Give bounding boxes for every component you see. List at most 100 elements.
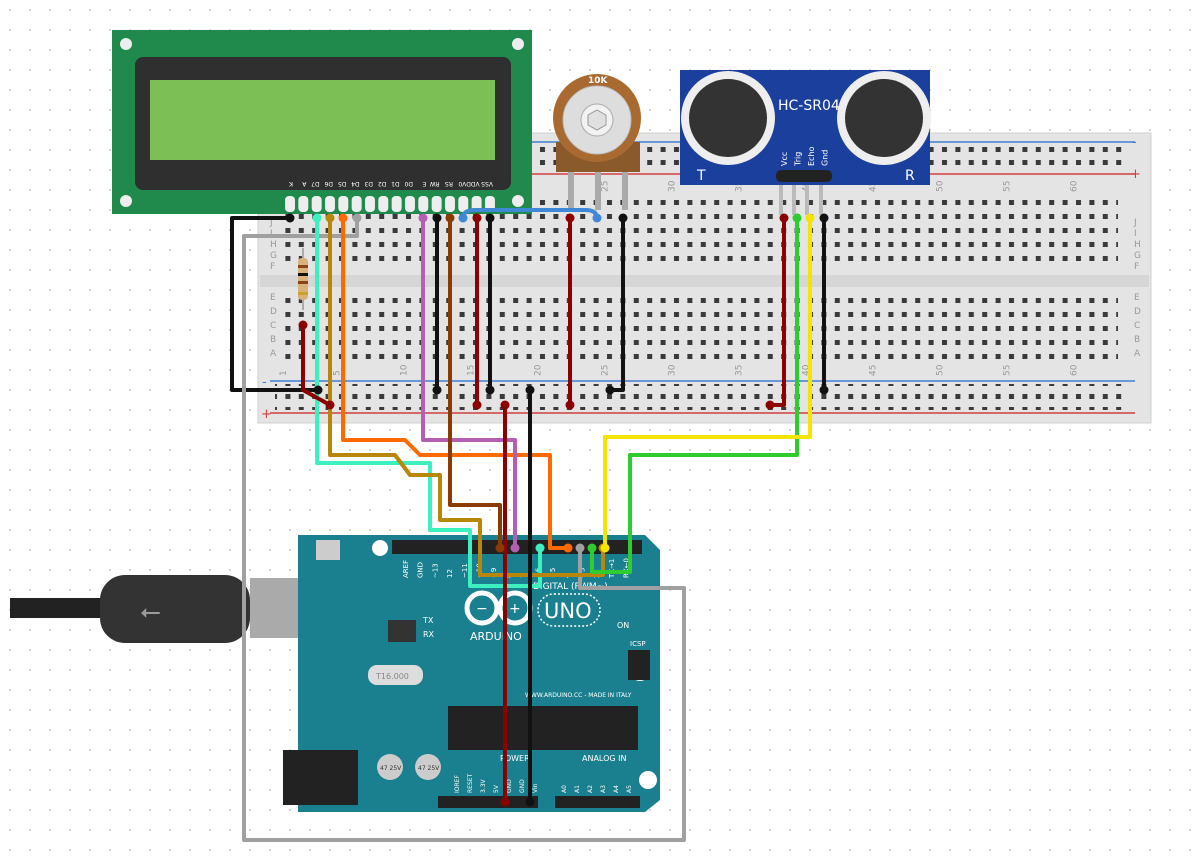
wire-endpoint[interactable] (805, 213, 815, 223)
column-number: 25 (601, 365, 611, 376)
column-number: 60 (1070, 180, 1080, 192)
lcd-pin[interactable] (351, 196, 362, 212)
wire-endpoint[interactable] (525, 385, 535, 395)
lcd-pin[interactable] (404, 196, 415, 212)
wire-endpoint[interactable] (618, 213, 628, 223)
bottom-power-rail (275, 384, 1125, 410)
wire-gray-loop[interactable] (242, 216, 686, 842)
wire-endpoint[interactable] (485, 213, 495, 223)
wire-endpoint[interactable] (432, 213, 442, 223)
column-number: 50 (936, 180, 946, 192)
wire-endpoint[interactable] (458, 213, 468, 223)
wire-endpoint[interactable] (779, 213, 789, 223)
lcd-pin[interactable] (418, 196, 429, 212)
column-number: 1 (279, 370, 289, 376)
wire-endpoint[interactable] (312, 213, 322, 223)
lcd-pin[interactable] (444, 196, 455, 212)
wire-endpoint[interactable] (565, 400, 575, 410)
rx-label: RX (423, 630, 435, 639)
wire-endpoint[interactable] (592, 213, 602, 223)
row-letter: E (1134, 293, 1140, 303)
wire-endpoint[interactable] (432, 385, 442, 395)
rail-plus-label: + (261, 407, 272, 422)
wire-endpoint[interactable] (285, 213, 295, 223)
wire-endpoint[interactable] (525, 797, 535, 807)
wire-endpoint[interactable] (298, 320, 308, 330)
lcd-pin-label: D6 (324, 180, 333, 187)
wire-endpoint[interactable] (575, 543, 585, 553)
analog-pin-label: A2 (587, 785, 594, 793)
wire-sensor-vcc[interactable] (768, 216, 786, 407)
lcd-pin-label: V0 (458, 180, 466, 187)
lcd-pin[interactable] (324, 196, 335, 212)
wire-endpoint[interactable] (500, 400, 510, 410)
analog-header (555, 796, 640, 808)
lcd-pin[interactable] (391, 196, 402, 212)
wire-endpoint[interactable] (765, 400, 775, 410)
wire-endpoint[interactable] (495, 543, 505, 553)
wire-endpoint[interactable] (600, 543, 610, 553)
lcd-pin[interactable] (298, 196, 309, 212)
sensor-pin-label: Gnd (821, 150, 830, 166)
wire-resistor[interactable] (301, 323, 332, 407)
sensor-t-label: T (696, 168, 706, 184)
lcd-pin[interactable] (338, 196, 349, 212)
wire-endpoint[interactable] (563, 543, 573, 553)
wire-endpoint[interactable] (587, 543, 597, 553)
wire-endpoint[interactable] (445, 213, 455, 223)
analog-pin-label: A4 (613, 785, 620, 793)
wire-endpoint[interactable] (819, 385, 829, 395)
lcd-pin-label: D1 (391, 180, 400, 187)
usb-cable: ⭠ (10, 575, 345, 643)
logo-plus: + (509, 601, 521, 617)
lcd-pin[interactable] (458, 196, 469, 212)
wire-endpoint[interactable] (510, 543, 520, 553)
sensor-pin-label: Vcc (780, 152, 789, 166)
wire-lcd-d5[interactable] (341, 216, 570, 550)
wire-endpoint[interactable] (325, 400, 335, 410)
wire-endpoint[interactable] (535, 543, 545, 553)
sensor-r-label: R (905, 168, 915, 184)
lcd-pin[interactable] (311, 196, 322, 212)
wire-endpoint[interactable] (418, 213, 428, 223)
wire-endpoint[interactable] (338, 213, 348, 223)
wire-endpoint[interactable] (500, 797, 510, 807)
row-letter: F (270, 262, 275, 272)
digital-pin-label: AREF (402, 560, 410, 578)
row-letter: I (1134, 229, 1137, 239)
rail-minus-label: - (1132, 135, 1137, 150)
power-pin-label: RESET (467, 773, 474, 793)
wire-lcd-d6[interactable] (328, 216, 605, 577)
wire-endpoint[interactable] (472, 400, 482, 410)
row-letter: C (270, 321, 276, 331)
wire-endpoint[interactable] (819, 213, 829, 223)
lcd-pin[interactable] (364, 196, 375, 212)
reset-button[interactable] (316, 540, 340, 560)
column-number: 30 (668, 180, 678, 192)
atmega-chip (448, 706, 638, 750)
wire-endpoint[interactable] (605, 385, 615, 395)
lcd-pin-label: RS (445, 180, 453, 187)
column-number: 60 (1070, 364, 1080, 376)
lcd-pin-label: A (301, 180, 306, 187)
column-number: 10 (400, 364, 410, 376)
wire-endpoint[interactable] (352, 213, 362, 223)
power-label: POWER (500, 754, 530, 763)
lcd-pin[interactable] (285, 196, 295, 212)
lcd-pin-label: E (422, 180, 426, 187)
wire-endpoint[interactable] (472, 213, 482, 223)
wire-sensor-trig[interactable] (590, 216, 799, 574)
wire-lcd-rs[interactable] (448, 216, 502, 550)
wire-sensor-echo[interactable] (603, 216, 812, 550)
wire-lcd-e[interactable] (421, 216, 517, 550)
wire-endpoint[interactable] (792, 213, 802, 223)
lcd-pin[interactable] (378, 196, 389, 212)
column-number: 45 (869, 365, 879, 376)
lcd-pin[interactable] (431, 196, 442, 212)
row-letter: J (1133, 218, 1137, 228)
wire-lcd-k-gnd[interactable] (230, 216, 320, 392)
wire-endpoint[interactable] (485, 385, 495, 395)
wire-endpoint[interactable] (325, 213, 335, 223)
wire-endpoint[interactable] (313, 385, 323, 395)
wire-endpoint[interactable] (565, 213, 575, 223)
